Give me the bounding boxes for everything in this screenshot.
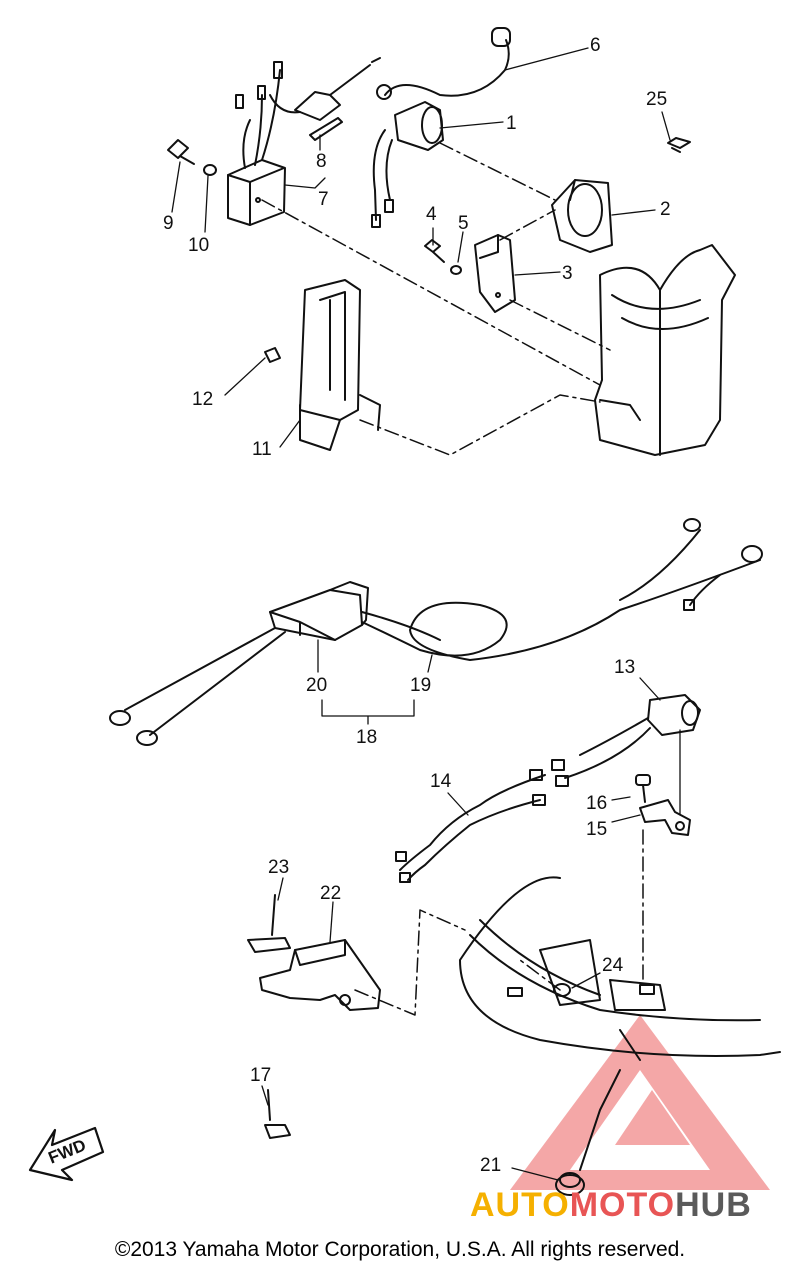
leader-lines-middle bbox=[317, 639, 681, 823]
part-11-bracket bbox=[299, 279, 381, 451]
part-16-screw bbox=[635, 774, 651, 803]
callout-25: 25 bbox=[646, 89, 668, 110]
part-15-bracket bbox=[639, 799, 691, 836]
part-10-washer bbox=[203, 164, 217, 176]
part-22-bracket bbox=[259, 939, 381, 1011]
copyright-notice: ©2013 Yamaha Motor Corporation, U.S.A. A… bbox=[114, 1238, 686, 1261]
part-23-clamp bbox=[247, 894, 291, 953]
fwd-arrow-icon bbox=[28, 1126, 105, 1182]
watermark-moto: MOTO bbox=[569, 1186, 676, 1224]
part-3-plate bbox=[474, 234, 516, 313]
watermark-auto: AUTO bbox=[470, 1186, 570, 1224]
leader-lines-bottom bbox=[261, 877, 601, 1181]
part-13-switch bbox=[551, 694, 701, 787]
callout-23: 23 bbox=[268, 857, 290, 878]
engine-housing bbox=[594, 244, 736, 456]
part-2-bracket bbox=[551, 179, 613, 253]
callout-9: 9 bbox=[163, 213, 174, 234]
watermark-hub: HUB bbox=[675, 1186, 752, 1224]
callout-1: 1 bbox=[506, 113, 517, 134]
callout-19: 19 bbox=[410, 675, 432, 696]
callout-24: 24 bbox=[602, 955, 624, 976]
callout-17: 17 bbox=[250, 1065, 272, 1086]
part-9-bolt bbox=[167, 139, 195, 165]
callout-4: 4 bbox=[426, 204, 437, 225]
callout-8: 8 bbox=[316, 151, 327, 172]
part-24-grommet bbox=[553, 983, 571, 997]
callout-15: 15 bbox=[586, 819, 608, 840]
callout-11: 11 bbox=[252, 439, 272, 460]
part-17-clip bbox=[264, 1089, 291, 1139]
callout-16: 16 bbox=[586, 793, 608, 814]
callout-21: 21 bbox=[480, 1155, 502, 1176]
watermark-text: AUTOMOTOHUB bbox=[470, 1186, 752, 1225]
bottom-cowling bbox=[459, 876, 781, 1061]
callout-13: 13 bbox=[614, 657, 636, 678]
part-6-cable bbox=[376, 27, 511, 100]
callout-20: 20 bbox=[306, 675, 328, 696]
callout-7: 7 bbox=[318, 189, 329, 210]
callout-12: 12 bbox=[192, 389, 214, 410]
callout-5: 5 bbox=[458, 213, 469, 234]
leader-lines-top bbox=[171, 47, 671, 448]
part-4-bolt bbox=[424, 239, 445, 263]
callout-14: 14 bbox=[430, 771, 452, 792]
part-19-cable bbox=[361, 518, 763, 661]
part-21-switch bbox=[555, 1069, 621, 1196]
callout-3: 3 bbox=[562, 263, 573, 284]
callout-2: 2 bbox=[660, 199, 671, 220]
part-7-unit bbox=[227, 61, 286, 226]
assembly-lines-top bbox=[261, 142, 611, 456]
part-14-harness bbox=[395, 769, 546, 883]
assembly-lines-bottom bbox=[354, 909, 561, 1016]
part-12-nut bbox=[264, 347, 281, 363]
watermark-logo bbox=[510, 1015, 770, 1190]
callout-18: 18 bbox=[356, 727, 378, 748]
callout-6: 6 bbox=[590, 35, 601, 56]
callout-22: 22 bbox=[320, 883, 342, 904]
part-20-connector bbox=[109, 581, 369, 746]
part-5-washer bbox=[450, 265, 462, 275]
callout-10: 10 bbox=[188, 235, 210, 256]
part-25-clip bbox=[667, 137, 691, 153]
part-1-relay bbox=[371, 101, 444, 228]
part-8-fuse bbox=[269, 57, 381, 141]
